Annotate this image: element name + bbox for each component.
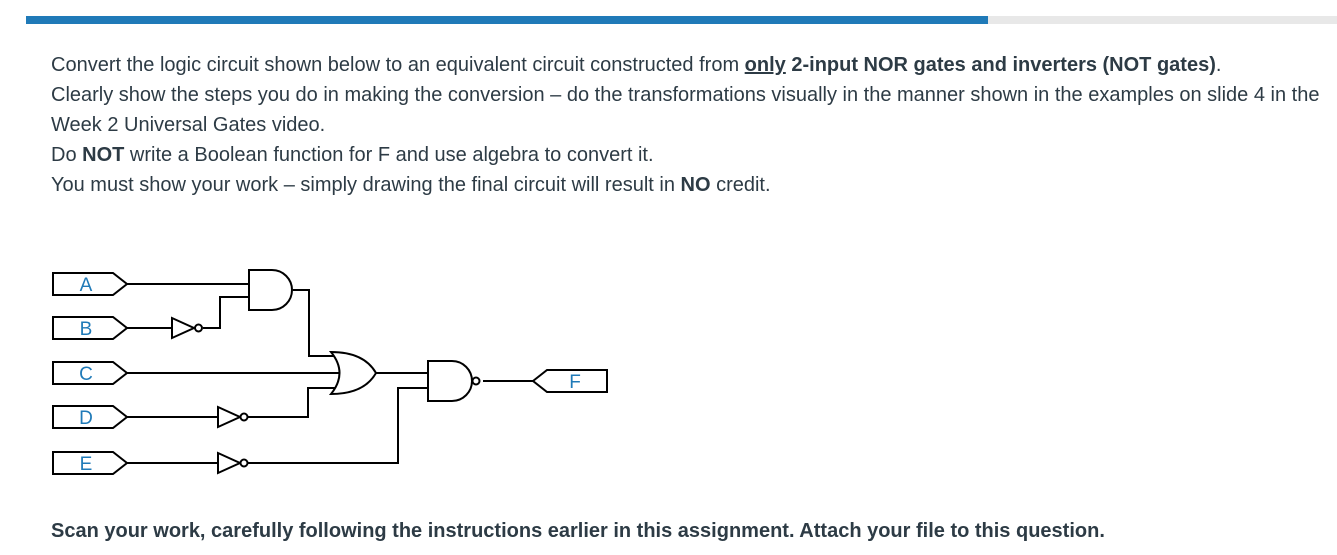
upload-instructions: Scan your work, carefully following the … (51, 520, 1105, 542)
question-paragraph-3: Do NOT write a Boolean function for F an… (51, 144, 654, 166)
input-label-a: A (80, 275, 93, 296)
input-pin-c: C (52, 361, 129, 385)
question-paragraph-1: Convert the logic circuit shown below to… (51, 54, 1222, 76)
input-pin-d: D (52, 405, 129, 429)
question-text: Convert the logic circuit shown below to… (51, 50, 1321, 200)
output-label-f: F (569, 372, 581, 393)
progress-bar-fill (26, 16, 989, 24)
emphasis-only: only (744, 54, 786, 76)
question-paragraph-4: You must show your work – simply drawing… (51, 174, 771, 196)
input-pin-a: A (52, 272, 129, 296)
input-label-e: E (80, 454, 93, 475)
question-paragraph-2: Clearly show the steps you do in making … (51, 84, 1320, 136)
inverter-e (217, 451, 249, 475)
input-label-c: C (79, 364, 93, 385)
input-label-b: B (80, 319, 93, 340)
circuit-wires (127, 283, 533, 464)
input-pin-b: B (52, 316, 129, 340)
emphasis-not: NOT (82, 144, 125, 166)
emphasis-no: NO (680, 174, 711, 196)
inverter-d (217, 405, 249, 429)
and-gate (248, 269, 293, 311)
output-pin-f: F (531, 369, 608, 393)
nand-gate (427, 360, 481, 402)
or-gate (328, 350, 378, 396)
input-label-d: D (79, 408, 93, 429)
inverter-b (171, 316, 203, 340)
progress-bar (26, 16, 1337, 24)
input-pin-e: E (52, 451, 129, 475)
